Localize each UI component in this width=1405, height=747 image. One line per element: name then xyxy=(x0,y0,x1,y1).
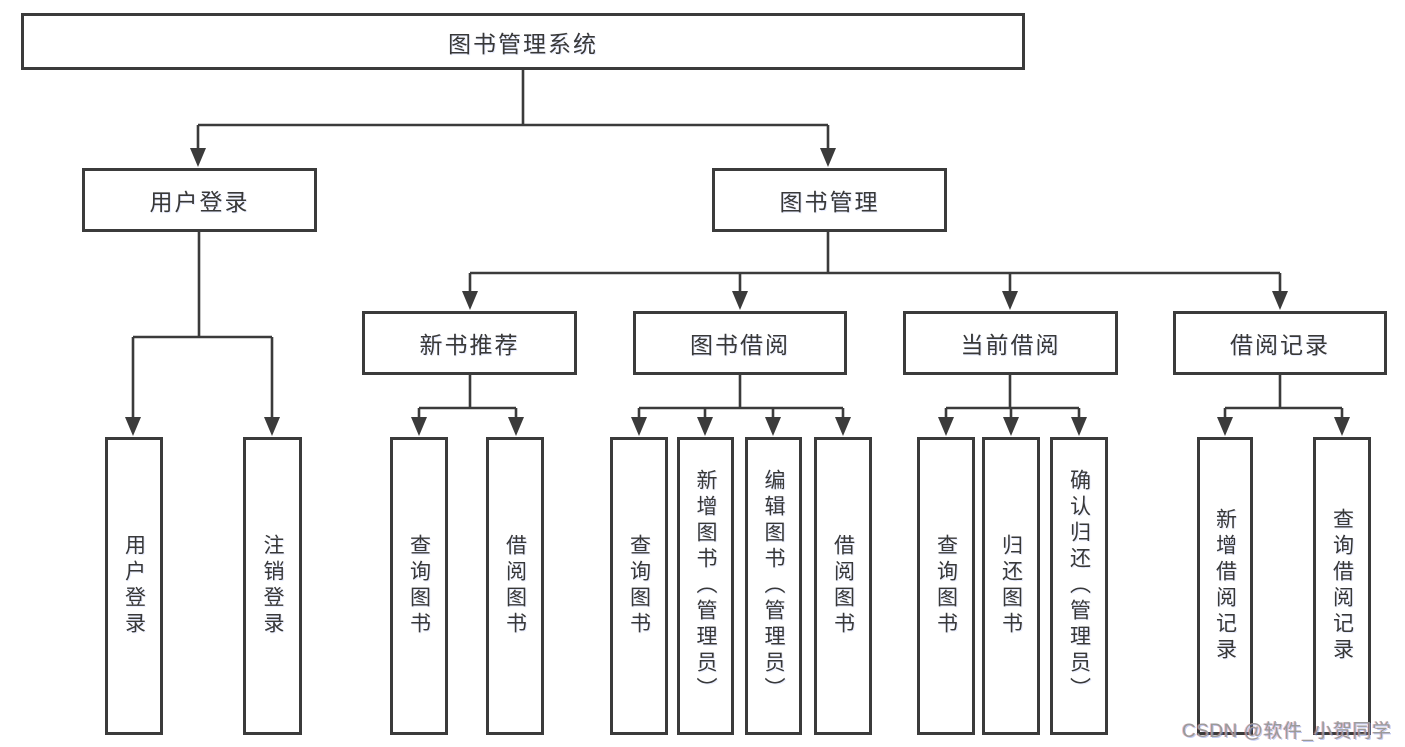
leaf-current-query-book: 查询图书 xyxy=(917,437,975,735)
node-book-borrow: 图书借阅 xyxy=(633,311,847,375)
leaf-edit-book-admin-label: 编辑图书（管理员） xyxy=(762,469,785,703)
leaf-recommend-query-book-label: 查询图书 xyxy=(407,534,431,638)
leaf-add-borrow-record: 新增借阅记录 xyxy=(1197,437,1253,735)
leaf-user-login: 用户登录 xyxy=(105,437,163,735)
node-current-borrow: 当前借阅 xyxy=(903,311,1118,375)
node-book-management: 图书管理 xyxy=(712,168,947,232)
leaf-recommend-borrow-book-label: 借阅图书 xyxy=(503,534,527,638)
leaf-add-borrow-record-label: 新增借阅记录 xyxy=(1213,508,1237,664)
node-new-book-recommend: 新书推荐 xyxy=(362,311,577,375)
leaf-recommend-borrow-book: 借阅图书 xyxy=(486,437,544,735)
leaf-confirm-return-admin: 确认归还（管理员） xyxy=(1050,437,1108,735)
leaf-borrow-book: 借阅图书 xyxy=(814,437,872,735)
leaf-return-book: 归还图书 xyxy=(982,437,1040,735)
leaf-add-book-admin-label: 新增图书（管理员） xyxy=(694,469,717,703)
node-user-login: 用户登录 xyxy=(82,168,317,232)
leaf-query-borrow-record-label: 查询借阅记录 xyxy=(1330,508,1354,664)
leaf-borrow-book-label: 借阅图书 xyxy=(831,534,855,638)
leaf-user-login-label: 用户登录 xyxy=(122,534,146,638)
leaf-current-query-book-label: 查询图书 xyxy=(934,534,958,638)
node-borrow-records: 借阅记录 xyxy=(1173,311,1387,375)
leaf-add-book-admin: 新增图书（管理员） xyxy=(677,437,734,735)
leaf-logout: 注销登录 xyxy=(243,437,302,735)
leaf-confirm-return-admin-label: 确认归还（管理员） xyxy=(1067,469,1091,703)
csdn-watermark: CSDN @软件_小贺同学 xyxy=(1182,721,1392,742)
leaf-borrow-query-book-label: 查询图书 xyxy=(627,534,651,638)
leaf-logout-label: 注销登录 xyxy=(261,534,284,638)
leaf-borrow-query-book: 查询图书 xyxy=(610,437,668,735)
node-library-management-system: 图书管理系统 xyxy=(21,13,1025,70)
leaf-return-book-label: 归还图书 xyxy=(999,534,1023,638)
leaf-edit-book-admin: 编辑图书（管理员） xyxy=(745,437,802,735)
leaf-recommend-query-book: 查询图书 xyxy=(390,437,448,735)
leaf-query-borrow-record: 查询借阅记录 xyxy=(1313,437,1371,735)
